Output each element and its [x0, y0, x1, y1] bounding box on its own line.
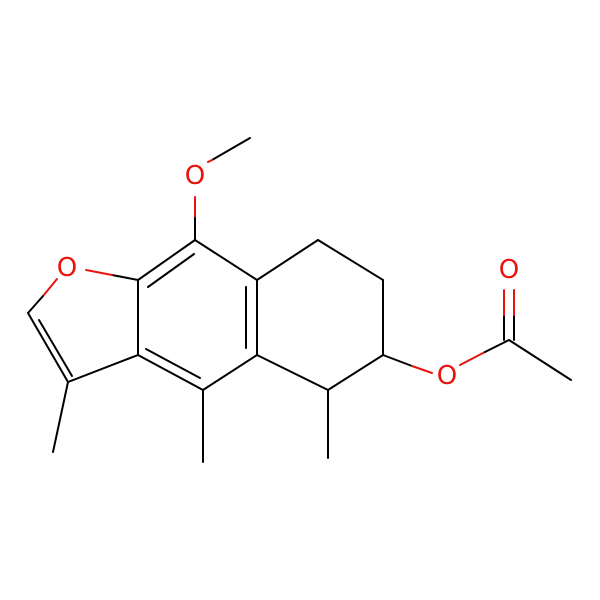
bond-c8-c8a	[194, 239, 258, 281]
bond-carbonyl-methyl	[508, 339, 572, 381]
bond-c4-c3a-inner	[145, 348, 201, 379]
bond-c7a-c8	[137, 239, 196, 281]
bond-o1-c2-red	[42, 278, 58, 297]
bond-c9-c10	[317, 239, 384, 281]
bond-c4-c3a	[137, 354, 204, 391]
bond-oxygen-methyl-red	[207, 159, 213, 163]
bond-c4a-c4	[202, 354, 258, 391]
bond-c7a-c8-inner	[147, 253, 195, 288]
bond-o1-c7a-red	[85, 269, 113, 276]
carbonyl-oxygen-label: O	[499, 255, 519, 285]
furan-oxygen-label: O	[57, 253, 77, 283]
bond-methyl-oxygen	[211, 137, 251, 161]
bond-c11-ester-o	[382, 354, 413, 367]
bond-c3-c3a	[67, 354, 139, 383]
ester-oxygen-label: O	[437, 361, 457, 391]
bond-o1-c2	[27, 295, 44, 314]
bond-ester-o-carbonyl-red	[459, 351, 486, 366]
bond-c3-methyl	[52, 381, 69, 453]
bond-c7a-o1	[111, 274, 139, 281]
bond-c12-c4a	[256, 354, 329, 391]
bond-ester-o-c11-red	[411, 365, 433, 374]
methoxy-oxygen-label: O	[185, 161, 205, 191]
bond-c11-c12	[327, 354, 384, 391]
bond-c8a-c9	[256, 239, 319, 281]
bond-c2-c3	[27, 312, 69, 383]
bond-ester-o-carbonyl	[484, 339, 510, 353]
bond-c2-c3-inner	[38, 319, 73, 377]
